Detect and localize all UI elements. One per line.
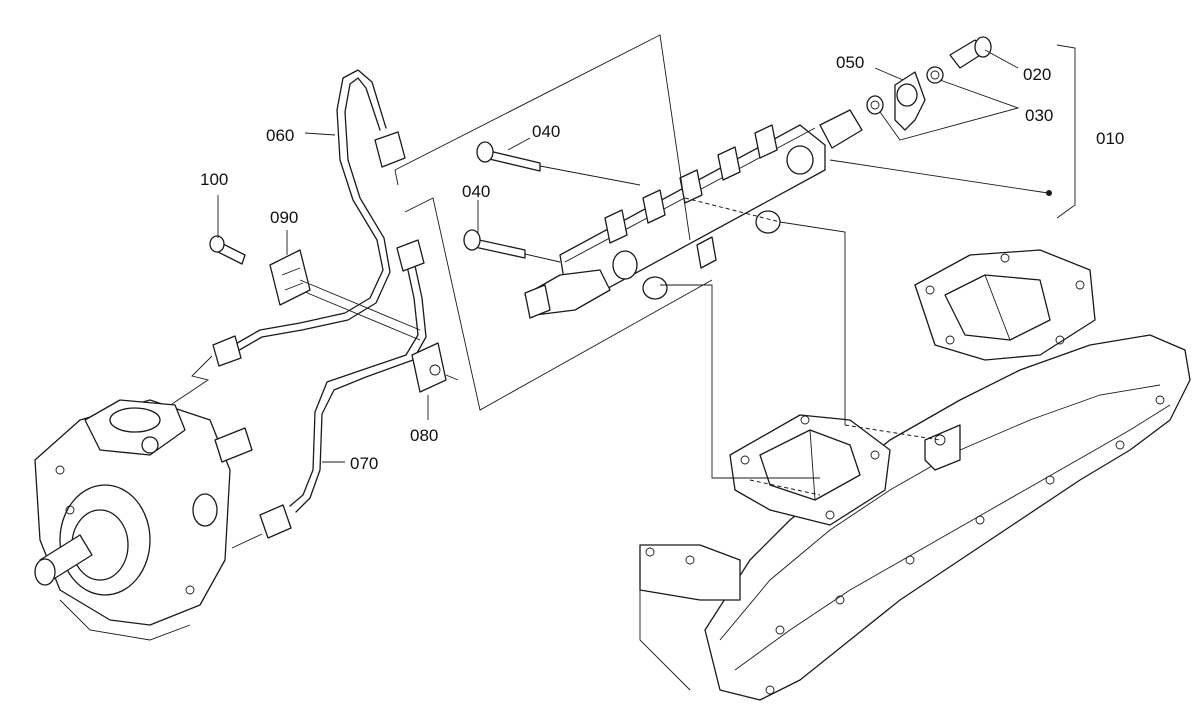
callout-leaders [217,44,1076,463]
callout-020: 020 [1023,65,1051,84]
injection-pipe-060 [171,69,406,405]
callout-030: 030 [1025,106,1053,125]
callout-100: 100 [200,170,228,189]
callout-010: 010 [1096,129,1124,148]
bolt-100 [209,235,246,265]
assembly-frame-lines [394,34,1052,496]
bolt-upper [476,141,541,172]
fuel-rail [524,109,863,319]
callout-090: 090 [270,208,298,227]
callout-040-lower: 040 [462,182,490,201]
leader-dot [1046,190,1052,196]
bolt-lower [463,229,526,259]
callout-040-upper: 040 [532,122,560,141]
high-pressure-pump [34,399,253,641]
callout-070: 070 [350,454,378,473]
injection-pipe-070 [231,239,427,549]
clamp-090 [269,249,421,341]
callout-050: 050 [836,53,864,72]
callout-080: 080 [410,426,438,445]
banjo-fittings [866,36,992,131]
clamp-080 [411,342,459,393]
callout-060: 060 [266,126,294,145]
intake-manifold [639,249,1191,701]
